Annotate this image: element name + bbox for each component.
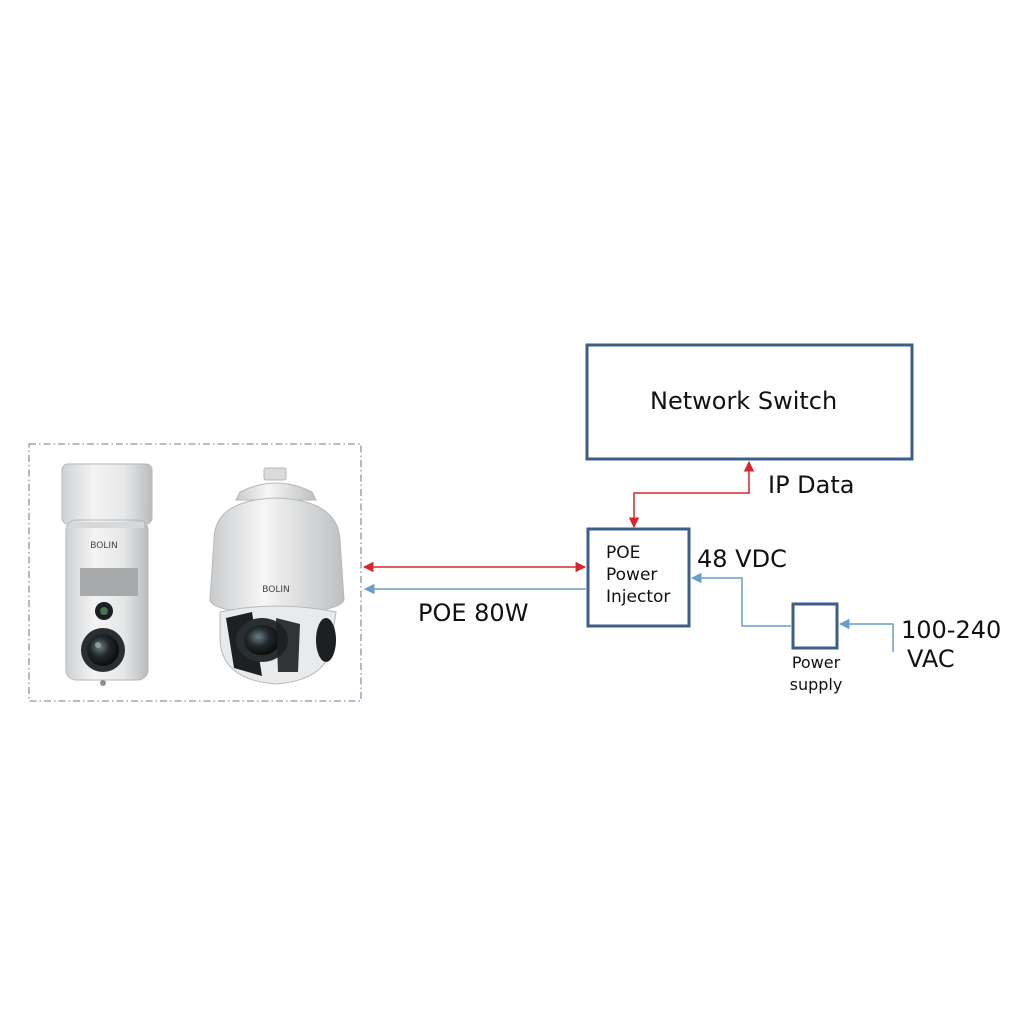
poe-80w-label: POE 80W (418, 599, 529, 627)
mains-voltage-line-1: 100-240 (901, 616, 1002, 644)
dc-power-connector (690, 572, 791, 627)
poe-injector-label-line-1: POE (606, 543, 641, 563)
network-switch-box (585, 343, 914, 461)
ip-data-connector (628, 460, 755, 529)
power-supply-box (791, 602, 839, 650)
mains-voltage-line-2: VAC (907, 645, 955, 674)
network-switch-label: Network Switch (650, 387, 838, 415)
mains-voltage-label: 100-240 VAC (901, 616, 1001, 675)
dome-ptz-camera (209, 467, 345, 685)
poe-injector-label-line-3: Injector (606, 586, 671, 607)
power-supply-label-line-1: Power (791, 653, 841, 672)
poe-injector-box (586, 527, 691, 628)
ip-data-label: IP Data (768, 471, 855, 499)
poe-injector-label: POE Power Injector (606, 543, 686, 608)
48vdc-label: 48 VDC (697, 545, 787, 573)
power-supply-label: Power supply (780, 652, 852, 695)
mains-power-connector (838, 618, 894, 652)
dome-camera-brand-mark: BOLIN (262, 585, 290, 595)
camera-group-boundary (28, 443, 362, 702)
box-camera-brand-mark: BOLIN (90, 541, 118, 551)
power-supply-label-line-2: supply (789, 674, 843, 694)
box-ptz-camera (61, 463, 153, 686)
poe-injector-label-line-2: Power (606, 564, 658, 585)
